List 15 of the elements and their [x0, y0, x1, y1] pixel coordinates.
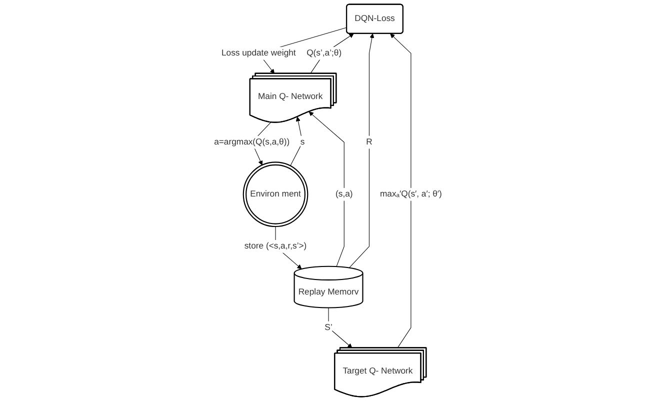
arrow	[308, 112, 344, 267]
arrow	[390, 33, 412, 348]
edge-label: a=argmax(Q(s,a,θ))	[214, 137, 290, 147]
arrow	[290, 116, 303, 166]
node-circle: Environ ment	[242, 162, 308, 228]
edge-label: Loss update weight	[222, 48, 296, 58]
edge-label: s	[300, 137, 305, 147]
edge-label: Q(s’,a’;θ)	[306, 48, 342, 58]
edge-label: (s,a)	[336, 190, 353, 199]
edge-label: R	[366, 137, 372, 147]
edge-label: S’	[324, 322, 332, 332]
arrow	[328, 308, 352, 348]
edge-label: maxₐ′Q(s′, a′; θ′)	[380, 190, 442, 199]
edge-label: store (<s,a,r,s’>)	[244, 242, 307, 251]
arrow	[348, 33, 374, 268]
